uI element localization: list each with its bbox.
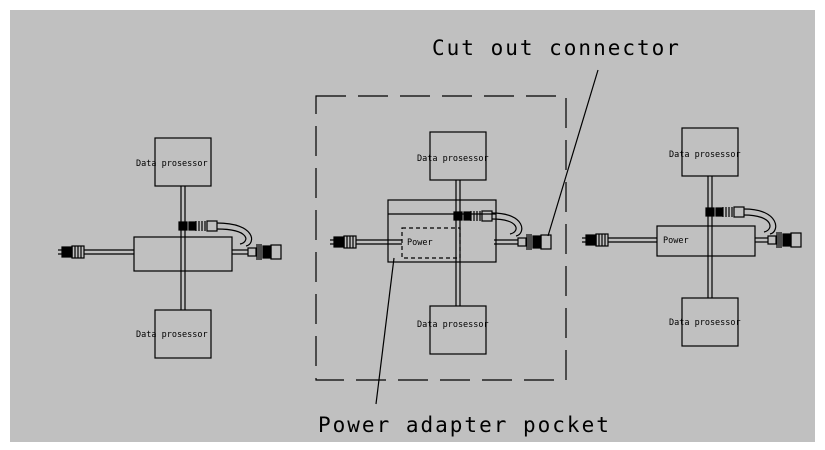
right-t-junction — [705, 207, 715, 217]
left-plug-head — [71, 245, 85, 259]
right-inline-a — [715, 207, 723, 217]
mid-conn-collar — [532, 235, 542, 249]
mid-loop-cable — [491, 218, 517, 235]
callout-cut-out-connector: Cut out connector — [432, 36, 681, 60]
mid-conn-cap — [540, 234, 552, 250]
label-data-processor-left-top: Data prosessor — [136, 159, 208, 169]
left-loop-cable — [216, 228, 247, 245]
right-processor-top — [681, 127, 739, 177]
right-conn-cap — [790, 232, 802, 248]
label-data-processor-mid-bottom: Data prosessor — [417, 320, 489, 330]
left-processor-bottom — [154, 309, 212, 359]
left-loop-cable — [216, 222, 253, 247]
right-conn-collar — [782, 233, 792, 247]
left-inline-a — [188, 221, 196, 231]
left-conn-cap — [270, 244, 282, 260]
mid-processor-top — [429, 131, 487, 181]
leader-power-adapter-pocket — [375, 257, 395, 405]
left-conn-collar — [262, 245, 272, 259]
mid-conn-stem — [517, 237, 527, 247]
right-processor-bottom — [681, 297, 739, 347]
mid-inline-a — [463, 211, 471, 221]
mid-processor-bottom — [429, 305, 487, 355]
leader-cut-out-connector — [547, 69, 599, 237]
mid-pocket-outline — [387, 199, 497, 263]
right-plug-head — [595, 233, 609, 247]
left-processor-top — [154, 137, 212, 187]
right-power-box — [656, 225, 756, 257]
mid-enclosure-dashed — [315, 95, 567, 381]
label-power-right: Power — [663, 236, 689, 246]
right-inline-b — [733, 206, 745, 218]
right-loop-cable — [743, 208, 777, 235]
label-data-processor-right-top: Data prosessor — [669, 150, 741, 160]
label-data-processor-left-bottom: Data prosessor — [136, 330, 208, 340]
mid-inline-b — [481, 210, 493, 222]
mid-t-junction — [453, 211, 463, 221]
left-t-junction — [178, 221, 188, 231]
label-data-processor-mid-top: Data prosessor — [417, 154, 489, 164]
mid-loop-cable — [491, 212, 523, 237]
left-plug-body — [61, 246, 73, 258]
mid-plug-head — [343, 235, 357, 249]
label-data-processor-right-bottom: Data prosessor — [669, 318, 741, 328]
right-plug-body — [585, 234, 597, 246]
right-conn-stem — [767, 235, 777, 245]
callout-power-adapter-pocket: Power adapter pocket — [318, 413, 611, 437]
left-conn-stem — [247, 247, 257, 257]
left-inline-b — [206, 220, 218, 232]
right-loop-cable — [743, 214, 771, 233]
label-power-mid: Power — [407, 238, 433, 248]
mid-plug-body — [333, 236, 345, 248]
